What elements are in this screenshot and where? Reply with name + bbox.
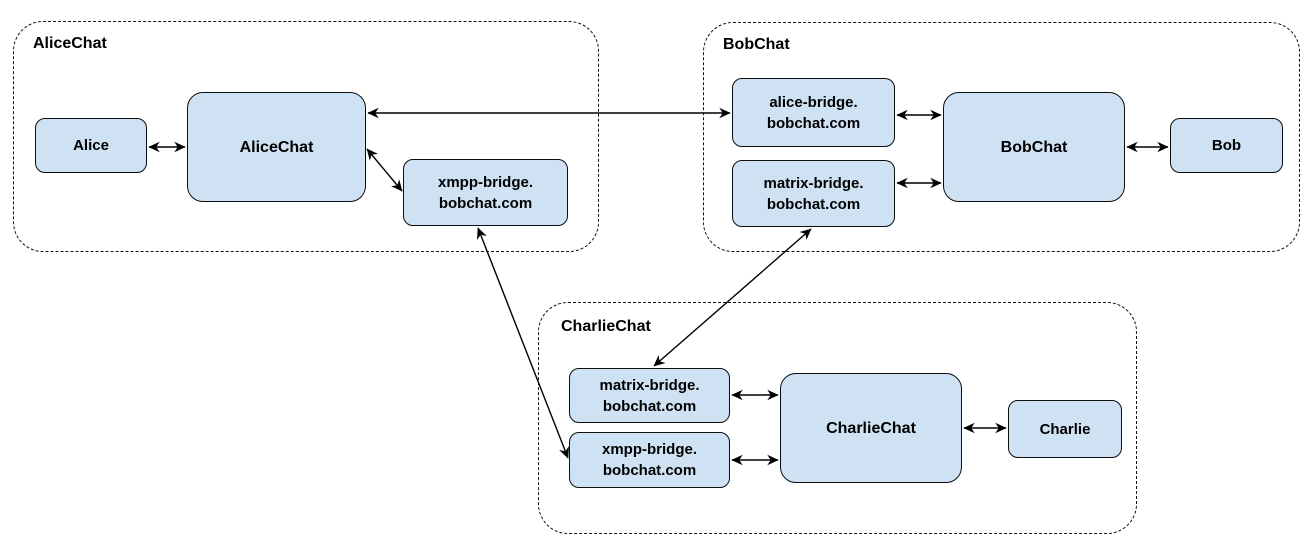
node-alice-user-label: Alice	[73, 137, 109, 154]
group-alicechat-label: AliceChat	[33, 35, 107, 52]
node-bob-alice-bridge-line1: alice-bridge.	[769, 93, 858, 111]
node-bob-matrix-bridge-line1: matrix-bridge.	[763, 174, 864, 192]
node-charlie-matrix-bridge-line2: bobchat.com	[602, 397, 697, 415]
node-bob-user-label: Bob	[1211, 137, 1242, 154]
node-bobchat-server: BobChat	[943, 92, 1125, 202]
node-charliechat-server-label: CharlieChat	[826, 419, 916, 437]
node-bob-user: Bob	[1170, 118, 1283, 173]
group-alicechat: AliceChat	[13, 21, 599, 252]
node-bob-alice-bridge-line2: bobchat.com	[766, 114, 861, 132]
node-bobchat-server-label: BobChat	[1000, 138, 1068, 156]
group-bobchat: BobChat	[703, 22, 1300, 252]
node-charlie-xmpp-bridge: xmpp-bridge. bobchat.com	[569, 432, 730, 488]
node-alice-user: Alice	[35, 118, 147, 173]
node-charlie-user-label: Charlie	[1039, 420, 1091, 438]
group-charliechat-label: CharlieChat	[561, 318, 651, 335]
node-charlie-matrix-bridge-line1: matrix-bridge.	[599, 376, 700, 394]
node-alicechat-server-label: AliceChat	[239, 138, 314, 156]
node-alice-xmpp-bridge: xmpp-bridge. bobchat.com	[403, 159, 568, 226]
group-bobchat-label: BobChat	[723, 36, 790, 53]
node-alice-xmpp-bridge-line1: xmpp-bridge.	[437, 173, 533, 191]
node-charlie-xmpp-bridge-line2: bobchat.com	[602, 462, 697, 479]
node-charlie-matrix-bridge: matrix-bridge. bobchat.com	[569, 368, 730, 423]
node-charliechat-server: CharlieChat	[780, 373, 962, 483]
node-alicechat-server: AliceChat	[187, 92, 366, 202]
node-bob-matrix-bridge-line2: bobchat.com	[766, 195, 861, 213]
node-charlie-user: Charlie	[1008, 400, 1122, 458]
node-bob-matrix-bridge: matrix-bridge. bobchat.com	[732, 160, 895, 227]
node-bob-alice-bridge: alice-bridge. bobchat.com	[732, 78, 895, 147]
node-alice-xmpp-bridge-line2: bobchat.com	[438, 194, 533, 212]
node-charlie-xmpp-bridge-line1: xmpp-bridge.	[601, 441, 697, 458]
